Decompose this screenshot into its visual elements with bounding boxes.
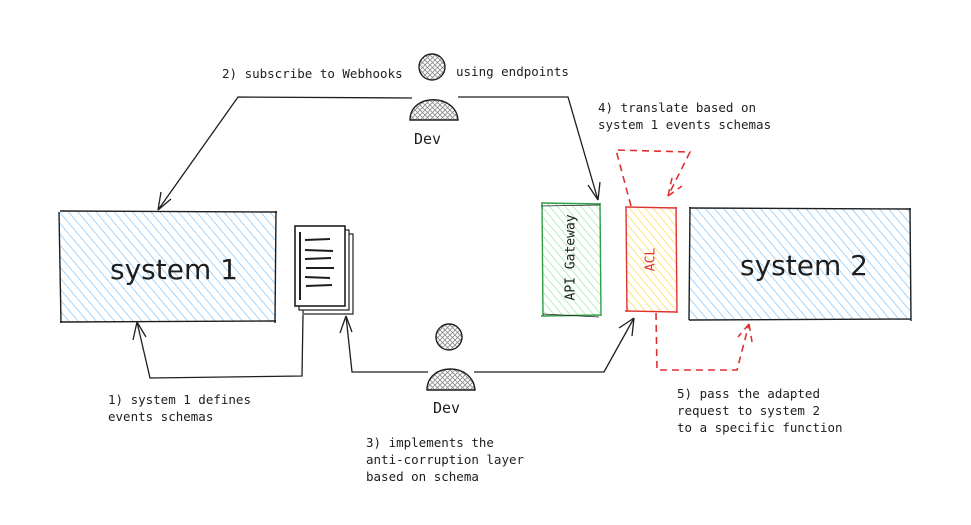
arrow-dev-to-api-gateway xyxy=(458,96,601,201)
system-2-label: system 2 xyxy=(740,249,868,282)
system-1-label: system 1 xyxy=(110,253,238,286)
dev-bottom-user-icon xyxy=(426,323,476,391)
step-1-label-line1: 1) system 1 defines xyxy=(108,392,251,407)
step-3-label-line3: based on schema xyxy=(366,469,479,484)
dev-top-label: Dev xyxy=(414,130,442,148)
step-2-label-a: 2) subscribe to Webhooks xyxy=(222,66,403,81)
arrow-dev-to-acl xyxy=(474,317,635,373)
dev-top-user-icon xyxy=(409,53,459,121)
arrow-schema-to-system1 xyxy=(132,314,304,379)
step-5-label-line3: to a specific function xyxy=(677,420,843,435)
acl-label: ACL xyxy=(643,247,659,272)
step-5-label-line2: request to system 2 xyxy=(677,403,820,418)
dev-bottom-label: Dev xyxy=(433,399,461,417)
step-1-label-line2: events schemas xyxy=(108,409,214,424)
step-5-label-line1: 5) pass the adapted xyxy=(677,386,820,401)
arrow-translate-loop xyxy=(614,149,692,207)
step-4-label-line1: 4) translate based on xyxy=(598,100,757,115)
arrow-dev-to-documents xyxy=(339,315,428,373)
step-3-label-line1: 3) implements the xyxy=(366,435,494,450)
document-stack-icon xyxy=(294,225,354,315)
acl-box xyxy=(624,206,678,314)
system-1-box xyxy=(58,210,278,324)
step-4-label-line2: system 1 events schemas xyxy=(598,117,772,132)
system-2-box xyxy=(688,206,912,322)
arrow-subscribe-to-system1 xyxy=(157,96,413,211)
step-2-label-b: using endpoints xyxy=(456,64,569,79)
step-3-label-line2: anti-corruption layer xyxy=(366,452,525,467)
api-gateway-box xyxy=(540,202,602,318)
api-gateway-label: API Gateway xyxy=(563,214,579,301)
arrow-pass-to-system2 xyxy=(655,312,753,371)
